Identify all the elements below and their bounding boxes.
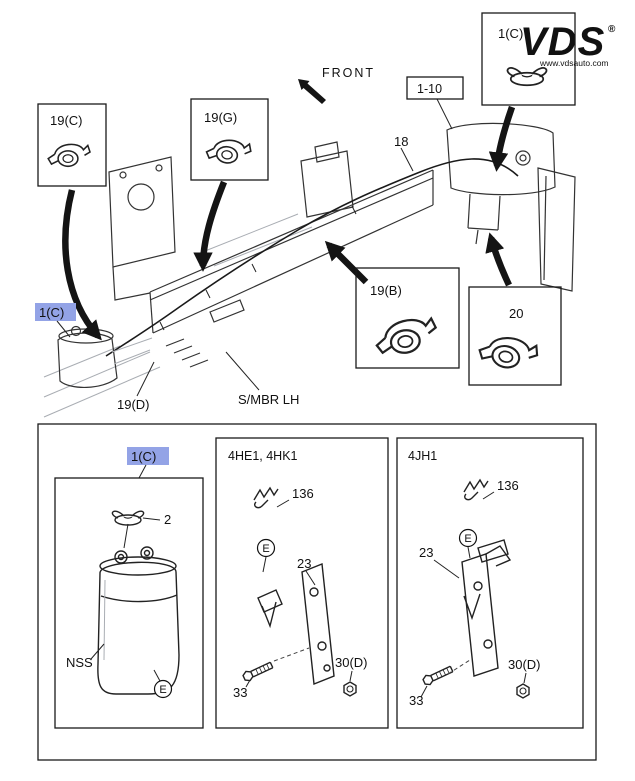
- detail-box-19c: 19(C): [37, 103, 107, 187]
- svg-text:E: E: [159, 684, 166, 696]
- svg-text:E: E: [262, 543, 269, 555]
- tank-panel: 2 NSS E: [54, 477, 204, 729]
- part-label-1c[interactable]: 1(C): [39, 305, 64, 320]
- vds-logo: VDS ® www.vdsauto.com: [520, 20, 616, 68]
- wire-clip-icon: [253, 487, 279, 509]
- part-label-136: 136: [497, 478, 519, 493]
- panel-header: 4JH1: [408, 449, 437, 463]
- cap-icon: [506, 67, 548, 87]
- detail-title-1c-selected[interactable]: 1(C): [127, 447, 169, 479]
- panel-4jh1: 4JH1 136 E 23 30(D) 33: [396, 437, 584, 729]
- panel-header: 4HE1, 4HK1: [228, 449, 298, 463]
- clip-icon: [476, 330, 541, 376]
- side-member-label: S/MBR LH: [225, 351, 299, 407]
- wire-clip-icon: [463, 479, 489, 501]
- detail-box-19g: 19(G): [190, 98, 269, 181]
- detail-box-1c-cap: 1(C): [481, 12, 576, 106]
- part-ref-1c-selected[interactable]: 1(C): [35, 303, 76, 338]
- bolt-icon: [421, 663, 455, 688]
- part-label-18: 18: [394, 134, 414, 172]
- front-label: FRONT: [322, 66, 375, 80]
- svg-text:S/MBR LH: S/MBR LH: [238, 392, 299, 407]
- logo-site-text: www.vdsauto.com: [539, 58, 609, 68]
- bracket-artwork: [257, 563, 335, 685]
- part-label-1c-cap: 1(C): [498, 26, 523, 41]
- part-label-19b: 19(B): [370, 283, 402, 298]
- bolt-icon: [241, 659, 275, 684]
- part-label-20: 20: [509, 306, 523, 321]
- view-ref-e: E: [458, 528, 478, 559]
- detail-section: 1(C) 2 NSS E: [37, 423, 597, 761]
- part-label-30d: 30(D): [508, 657, 541, 672]
- part-label-19g: 19(G): [204, 110, 237, 125]
- clip-icon: [47, 143, 91, 168]
- logo-brand-text: VDS: [520, 20, 605, 64]
- detail-box-19b: 19(B): [355, 267, 460, 369]
- nut-icon: [343, 681, 357, 697]
- front-indicator: FRONT: [298, 66, 375, 104]
- assembly-ref-1-10[interactable]: 1-10: [406, 76, 464, 130]
- part-label-2: 2: [164, 512, 171, 527]
- svg-text:19(D): 19(D): [117, 397, 150, 412]
- nut-icon: [516, 683, 530, 699]
- bracket-artwork: [461, 539, 512, 677]
- part-label-30d: 30(D): [335, 655, 368, 670]
- registered-mark: ®: [608, 24, 616, 35]
- view-ref-e: E: [256, 538, 276, 573]
- clip-icon: [204, 136, 253, 167]
- highlight-box: [127, 447, 169, 465]
- highlight-box: [35, 303, 76, 321]
- part-label-19c: 19(C): [50, 113, 83, 128]
- nss-label: NSS: [66, 655, 93, 670]
- detail-title-label[interactable]: 1(C): [131, 449, 156, 464]
- reservoir-artwork: [446, 122, 576, 292]
- detail-box-20: 20: [468, 286, 562, 386]
- view-ref-e: E: [153, 669, 173, 699]
- clip-icon: [372, 315, 440, 358]
- svg-text:E: E: [464, 533, 471, 545]
- svg-text:18: 18: [394, 134, 408, 149]
- callout-arrows: [62, 105, 516, 341]
- assembly-ref-label[interactable]: 1-10: [417, 82, 442, 96]
- washer-tank-artwork: [57, 325, 153, 389]
- cap-icon: [111, 510, 145, 526]
- frame-artwork: [43, 141, 434, 418]
- part-label-23: 23: [297, 556, 311, 571]
- front-arrow-icon: [298, 79, 326, 104]
- part-label-33: 33: [409, 693, 423, 708]
- part-label-33: 33: [233, 685, 247, 700]
- panel-4he1-4hk1: 4HE1, 4HK1 136 E 23 30(D) 33: [215, 437, 389, 729]
- part-label-23: 23: [419, 545, 433, 560]
- part-label-19d: 19(D): [117, 361, 155, 412]
- part-label-136: 136: [292, 486, 314, 501]
- washer-hose: [105, 158, 519, 357]
